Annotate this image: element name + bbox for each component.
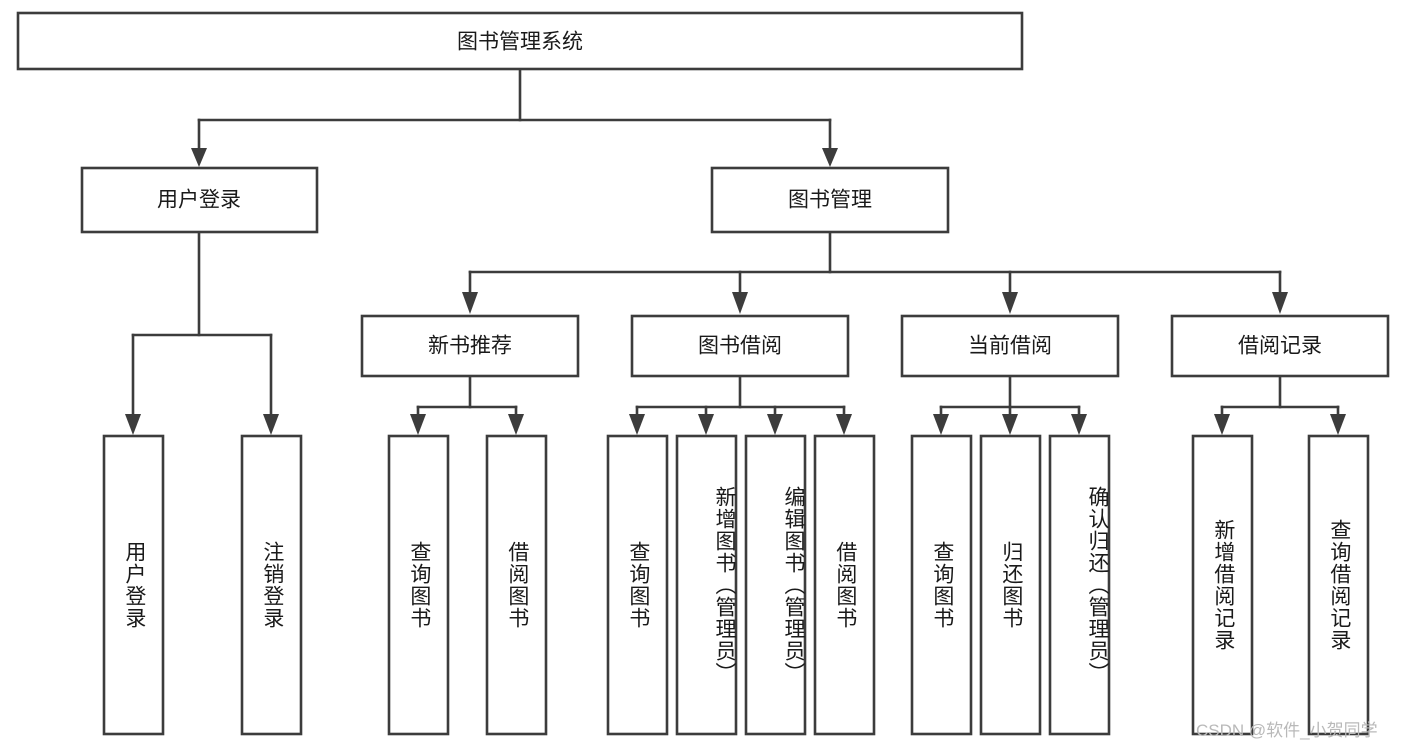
arrow-head-icon bbox=[698, 414, 714, 435]
node-current-borrow[interactable]: 当前借阅 bbox=[900, 314, 1120, 378]
connector-bookmgmt-to-level3 bbox=[462, 230, 1288, 314]
leaf-box-query-book-1[interactable] bbox=[387, 434, 450, 736]
connector-root-to-level2 bbox=[191, 67, 838, 167]
node-user-login[interactable]: 用户登录 bbox=[80, 166, 319, 234]
connector-borrowrecord-to-leaves bbox=[1214, 374, 1346, 435]
connector-bookborrow-to-leaves bbox=[629, 374, 852, 435]
arrow-head-icon bbox=[629, 414, 645, 435]
node-borrow-record[interactable]: 借阅记录 bbox=[1170, 314, 1390, 378]
node-root-label: 图书管理系统 bbox=[457, 31, 583, 54]
node-borrow-record-box[interactable] bbox=[1170, 314, 1390, 378]
node-current-borrow-label: 当前借阅 bbox=[968, 335, 1052, 358]
connector-newbook-to-leaves bbox=[410, 374, 524, 435]
arrow-head-icon bbox=[410, 414, 426, 435]
arrow-head-icon bbox=[125, 414, 141, 435]
node-new-book-recommend[interactable]: 新书推荐 bbox=[360, 314, 580, 378]
arrow-head-icon bbox=[767, 414, 783, 435]
leaf-box-add-book-admin[interactable] bbox=[675, 434, 738, 736]
leaf-box-query-borrow-record[interactable] bbox=[1307, 434, 1370, 736]
leaf-box-add-borrow-record[interactable] bbox=[1191, 434, 1254, 736]
node-user-login-box[interactable] bbox=[80, 166, 319, 234]
arrow-head-icon bbox=[1214, 414, 1230, 435]
node-user-login-label: 用户登录 bbox=[157, 189, 241, 212]
leaf-box-edit-book-admin[interactable] bbox=[744, 434, 807, 736]
arrow-head-icon bbox=[1002, 414, 1018, 435]
arrow-head-icon bbox=[933, 414, 949, 435]
arrow-head-icon bbox=[191, 148, 207, 167]
leaf-box-borrow-book-2[interactable] bbox=[813, 434, 876, 736]
node-book-borrow[interactable]: 图书借阅 bbox=[630, 314, 850, 378]
leaf-box-query-book-3[interactable] bbox=[910, 434, 973, 736]
leaf-box-logout[interactable] bbox=[240, 434, 303, 736]
node-book-borrow-label: 图书借阅 bbox=[698, 335, 782, 358]
arrow-head-icon bbox=[836, 414, 852, 435]
leaf-box-user-login[interactable] bbox=[102, 434, 165, 736]
arrow-head-icon bbox=[1272, 292, 1288, 314]
node-root-box[interactable] bbox=[16, 11, 1024, 71]
arrow-head-icon bbox=[822, 148, 838, 167]
arrow-head-icon bbox=[1002, 292, 1018, 314]
node-current-borrow-box[interactable] bbox=[900, 314, 1120, 378]
leaf-box-borrow-book-1[interactable] bbox=[485, 434, 548, 736]
node-borrow-record-label: 借阅记录 bbox=[1238, 335, 1322, 358]
connector-currentborrow-to-leaves bbox=[933, 374, 1087, 435]
node-root[interactable]: 图书管理系统 bbox=[16, 11, 1024, 71]
arrow-head-icon bbox=[732, 292, 748, 314]
leaf-box-return-book[interactable] bbox=[979, 434, 1042, 736]
node-book-borrow-box[interactable] bbox=[630, 314, 850, 378]
node-new-book-recommend-label: 新书推荐 bbox=[428, 335, 512, 358]
arrow-head-icon bbox=[1071, 414, 1087, 435]
arrow-head-icon bbox=[263, 414, 279, 435]
node-book-management[interactable]: 图书管理 bbox=[710, 166, 950, 234]
node-book-management-box[interactable] bbox=[710, 166, 950, 234]
node-book-management-label: 图书管理 bbox=[788, 189, 872, 212]
node-new-book-recommend-box[interactable] bbox=[360, 314, 580, 378]
leaf-box-confirm-return-admin[interactable] bbox=[1048, 434, 1111, 736]
arrow-head-icon bbox=[462, 292, 478, 314]
arrow-head-icon bbox=[1330, 414, 1346, 435]
leaf-box-query-book-2[interactable] bbox=[606, 434, 669, 736]
csdn-watermark: CSDN @软件_小贺同学 bbox=[1196, 721, 1378, 740]
connector-userlogin-to-leaves bbox=[125, 230, 279, 435]
arrow-head-icon bbox=[508, 414, 524, 435]
